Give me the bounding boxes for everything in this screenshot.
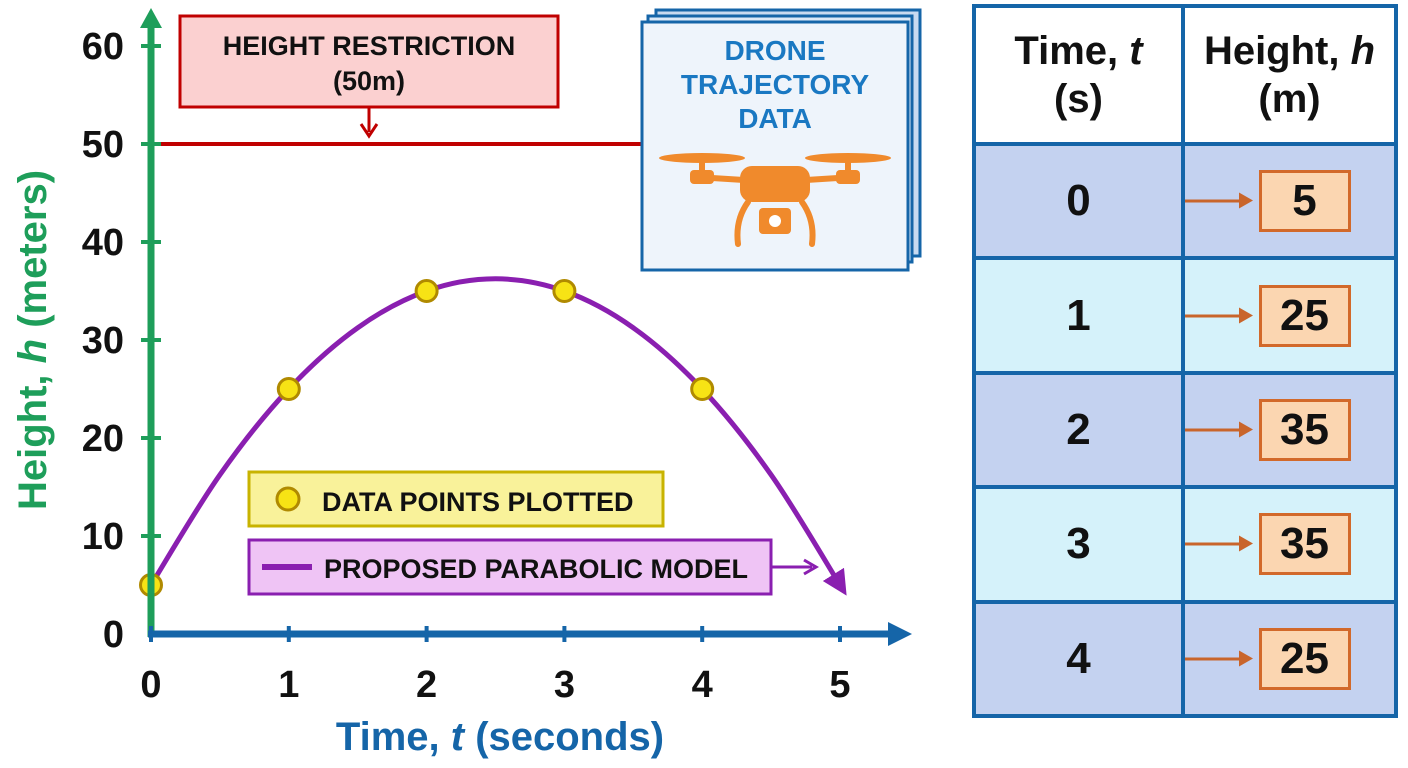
table-row: 3 35 (972, 485, 1398, 604)
trajectory-data-table: Time, t(s) Height, h(m) 0 5 1 25 2 35 3 … (972, 4, 1398, 719)
height-cell: 35 (1181, 485, 1398, 604)
x-tick-label: 0 (140, 664, 161, 706)
height-cell: 5 (1181, 141, 1398, 261)
height-cell: 25 (1181, 256, 1398, 375)
height-column-header: Height, h(m) (1181, 4, 1398, 146)
y-tick-label: 30 (82, 320, 124, 362)
arrow-right-icon (1185, 307, 1253, 324)
legend-pointer-arrowhead-icon (803, 558, 819, 576)
legend-label-model: PROPOSED PARABOLIC MODEL (324, 554, 748, 584)
height-cell: 25 (1181, 599, 1398, 719)
x-axis-title: Time, t (seconds) (336, 715, 664, 759)
parabola-chart: DRONE TRAJECTORY DATA HEIGHT RESTRICTION (11, 8, 922, 759)
data-point (276, 377, 301, 401)
drone-title-line-1: DRONE (724, 35, 825, 66)
legend-label-data-points: DATA POINTS PLOTTED (322, 487, 634, 517)
time-cell: 3 (972, 485, 1185, 604)
arrow-right-icon (1185, 421, 1253, 438)
y-tick-label: 10 (82, 516, 124, 558)
y-tick-label: 60 (82, 26, 124, 68)
height-restriction-callout: HEIGHT RESTRICTION (50m) (178, 14, 560, 139)
height-value: 35 (1258, 398, 1351, 461)
arrow-right-icon (1185, 650, 1253, 667)
height-cell: 35 (1181, 370, 1398, 490)
table-row: 4 25 (972, 599, 1398, 719)
arrow-right-icon (1185, 535, 1253, 552)
table-row: 0 5 (972, 141, 1398, 261)
legend-point-icon (275, 486, 301, 512)
y-tick-label: 20 (82, 418, 124, 460)
time-cell: 2 (972, 370, 1185, 490)
legend-item-data-points: DATA POINTS PLOTTED (247, 470, 665, 528)
arrow-right-icon (1185, 192, 1253, 209)
x-axis-arrow-icon (888, 622, 912, 646)
data-point (414, 279, 439, 303)
height-value: 25 (1258, 627, 1351, 690)
x-tick-label: 4 (692, 664, 713, 706)
time-cell: 1 (972, 256, 1185, 375)
callout-arrowhead-icon (359, 123, 379, 139)
height-value: 35 (1258, 513, 1351, 576)
y-tick-label: 40 (82, 222, 124, 264)
x-tick-label: 2 (416, 664, 437, 706)
table-row: 2 35 (972, 370, 1398, 490)
legend-item-model: PROPOSED PARABOLIC MODEL (247, 538, 819, 596)
y-tick-label: 50 (82, 124, 124, 166)
x-tick-label: 3 (554, 664, 575, 706)
time-column-header: Time, t(s) (972, 4, 1185, 146)
time-cell: 4 (972, 599, 1185, 719)
parabolic-model-curve (148, 276, 847, 596)
data-point (552, 279, 577, 303)
restriction-label-line-2: (50m) (333, 66, 405, 96)
y-tick-label: 0 (103, 614, 124, 656)
drone-title-line-3: DATA (738, 103, 812, 134)
time-cell: 0 (972, 141, 1185, 261)
y-axis-title: Height, h (meters) (11, 170, 55, 510)
height-value: 25 (1258, 284, 1351, 347)
drone-title-line-2: TRAJECTORY (681, 69, 870, 100)
data-point (690, 377, 715, 401)
x-tick-labels: 0 1 2 3 4 5 (140, 664, 850, 706)
table-row: 1 25 (972, 256, 1398, 375)
y-axis-arrow-icon (140, 8, 162, 28)
drone-icon (659, 153, 891, 247)
restriction-label-line-1: HEIGHT RESTRICTION (223, 31, 516, 61)
table-header-row: Time, t(s) Height, h(m) (972, 4, 1398, 146)
x-tick-label: 1 (278, 664, 299, 706)
y-tick-marks (141, 44, 161, 538)
x-tick-marks (149, 626, 842, 642)
legend: DATA POINTS PLOTTED PROPOSED PARABOLIC M… (247, 470, 819, 596)
x-tick-label: 5 (829, 664, 850, 706)
y-tick-labels: 0 10 20 30 40 50 60 (82, 26, 124, 656)
height-value: 5 (1258, 170, 1351, 233)
drone-trajectory-panel: DRONE TRAJECTORY DATA (640, 8, 922, 272)
